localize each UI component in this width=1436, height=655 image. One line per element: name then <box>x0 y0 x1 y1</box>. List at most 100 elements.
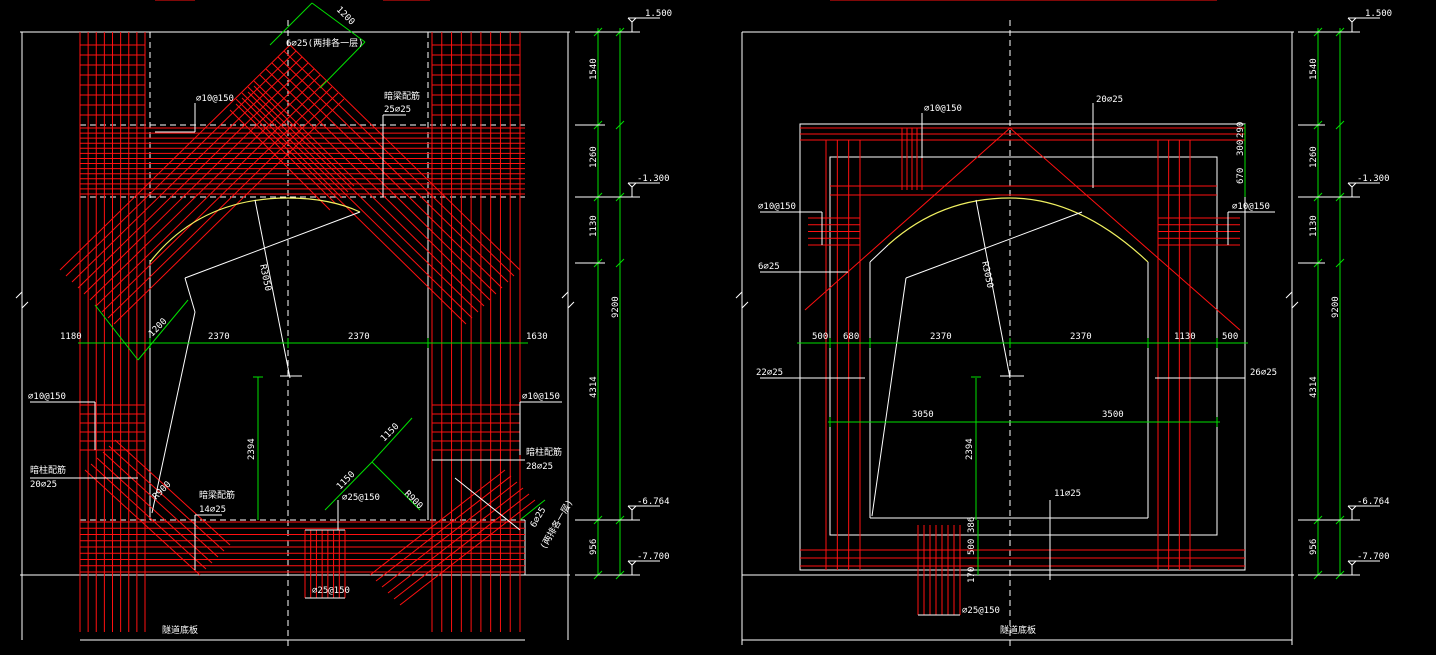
right-radius-main: R3050 <box>979 261 994 290</box>
rebar-diagonal <box>259 74 491 301</box>
right-inner-dim-1: 3050 <box>912 410 934 420</box>
right-vdim-4: 4314 <box>1309 376 1319 398</box>
rebar-diagonal <box>247 86 479 313</box>
rebar-diagonal <box>277 56 509 283</box>
left-center-dim: 2394 <box>247 438 257 460</box>
rebar-diagonal <box>107 92 339 319</box>
rebar-diagonal <box>289 44 521 271</box>
left-leaders <box>30 17 660 599</box>
right-bottom-stirrup: ⌀25@150 <box>962 606 1000 616</box>
rebar-diagonal <box>229 109 331 211</box>
rebar-diagonal <box>89 74 321 301</box>
rebar-diagonal <box>265 68 497 295</box>
left-rebar <box>59 0 536 632</box>
rebar-diagonal <box>247 91 349 193</box>
right-center-dim: 2394 <box>965 438 975 460</box>
right-left-bars: 22⌀25 <box>756 368 783 378</box>
right-vdim-5: 956 <box>1309 539 1319 555</box>
right-hdim-4: 2370 <box>1070 332 1092 342</box>
left-elev-top: 1.500 <box>645 9 672 19</box>
right-top-small-1: 290 <box>1236 122 1246 138</box>
left-top-right-note: 暗梁配筋 <box>384 90 420 102</box>
right-vdim-3: 1130 <box>1309 215 1319 237</box>
left-vdim-2: 1260 <box>589 146 599 168</box>
rebar-diagonal <box>235 98 467 325</box>
right-dimensions <box>797 28 1341 575</box>
rebar-diagonal <box>253 85 355 187</box>
rebar-diagonal <box>283 50 515 277</box>
left-elev-4: -7.700 <box>637 552 670 562</box>
right-footer: 隧道底板 <box>1000 624 1036 636</box>
right-hdim-2: 680 <box>843 332 859 342</box>
rebar-diagonal <box>102 451 219 558</box>
right-top-bars: 20⌀25 <box>1096 95 1123 105</box>
right-left-stirrup: ⌀10@150 <box>758 202 796 212</box>
rebar-diagonal <box>101 86 333 313</box>
left-elev-3: -6.764 <box>637 497 670 507</box>
left-hdim-1: 1180 <box>60 332 82 342</box>
left-hdim-4: 1630 <box>526 332 548 342</box>
left-top-right-bars: 25⌀25 <box>384 105 411 115</box>
right-elev-4: -7.700 <box>1357 552 1390 562</box>
left-top-bar-label: 6⌀25(两排各一层) <box>286 37 364 49</box>
left-outline <box>15 31 575 641</box>
right-col-bars: 28⌀25 <box>526 462 553 472</box>
rebar-diagonal <box>393 493 530 600</box>
right-outline <box>735 31 1299 645</box>
left-bottom-beam-bars: 14⌀25 <box>199 505 226 515</box>
left-bottom-right-bars: 6⌀25 <box>529 506 549 530</box>
rebar-diagonal <box>241 92 473 319</box>
rebar-diagonal <box>235 103 337 205</box>
right-bottom-small-1: 386 <box>967 517 977 533</box>
dim-tick <box>615 120 625 130</box>
left-dimensions <box>78 2 621 575</box>
right-top-small-3: 670 <box>1236 168 1246 184</box>
left-vdim-4: 4314 <box>589 376 599 398</box>
rebar-diagonal <box>83 68 315 295</box>
rebar-diagonal <box>96 457 213 564</box>
left-col-bars: 20⌀25 <box>30 480 57 490</box>
right-section <box>735 0 1380 650</box>
right-left-slant: 6⌀25 <box>758 262 780 272</box>
right-bottom-small-3: 170 <box>967 567 977 583</box>
dim-tick <box>1335 120 1345 130</box>
right-inner-dim-2: 3500 <box>1102 410 1124 420</box>
left-vdim-3: 1130 <box>589 215 599 237</box>
rebar-diagonal <box>71 56 303 283</box>
right-arch-construction <box>871 199 1083 517</box>
left-bottom-stirrup: ⌀25@150 <box>342 493 380 503</box>
left-hdim-3: 2370 <box>348 332 370 342</box>
left-dashed-lines <box>80 20 525 650</box>
left-vdim-1: 1540 <box>589 58 599 80</box>
rebar-diagonal <box>241 97 343 199</box>
left-hdim-2: 2370 <box>208 332 230 342</box>
left-total-height: 9200 <box>611 296 621 318</box>
right-leaders <box>760 17 1380 616</box>
right-elev-3: -6.764 <box>1357 497 1390 507</box>
rebar-diagonal <box>387 487 524 594</box>
rebar-diagonal <box>369 469 506 576</box>
right-arch <box>887 197 1149 263</box>
rebar-diagonal <box>84 469 201 576</box>
rebar-diagonal <box>77 62 309 289</box>
right-vdim-1: 1540 <box>1309 58 1319 80</box>
rebar-diagonal <box>65 50 297 277</box>
dim-tick <box>1335 258 1345 268</box>
rebar-diagonal <box>1009 127 1241 331</box>
left-bottom-right-note: (两排各一层) <box>537 497 575 551</box>
left-mid-left-stirrup: ⌀10@150 <box>28 392 66 402</box>
right-rebar <box>800 0 1245 615</box>
right-hdim-3: 2370 <box>930 332 952 342</box>
rebar-diagonal <box>113 98 345 325</box>
rebar-diagonal <box>375 475 512 582</box>
right-bottom-small-2: 500 <box>967 539 977 555</box>
right-hdim-1: 500 <box>812 332 828 342</box>
rebar-diagonal <box>804 127 1011 311</box>
rebar-diagonal <box>399 499 536 606</box>
right-hdim-6: 500 <box>1222 332 1238 342</box>
left-elev-2: -1.300 <box>637 174 670 184</box>
left-top-left-stirrup: ⌀10@150 <box>196 94 234 104</box>
rebar-diagonal <box>381 481 518 588</box>
rebar-diagonal <box>90 463 207 570</box>
